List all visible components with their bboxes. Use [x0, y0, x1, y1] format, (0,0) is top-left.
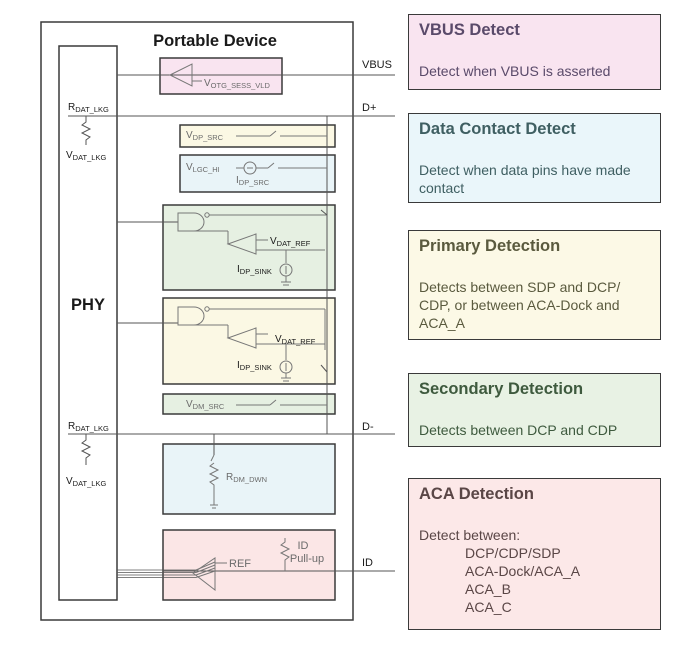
- panel-title: Data Contact Detect: [419, 120, 576, 138]
- id-signal-label: ID: [362, 557, 373, 569]
- panel-secondary-detection: Secondary Detection Detects between DCP …: [408, 373, 661, 447]
- aca-item: ACA_C: [465, 599, 512, 615]
- panel-title: ACA Detection: [419, 485, 534, 503]
- panel-primary-detection: Primary Detection Detects between SDP an…: [408, 230, 661, 340]
- and-gate-icon: [177, 306, 326, 350]
- panel-description: Detects between SDP and DCP/ CDP, or bet…: [419, 279, 621, 331]
- switch-icon: [320, 364, 328, 373]
- v-dm-src-label: VDM_SRC: [186, 399, 225, 411]
- vbus-detect-block: [159, 57, 283, 95]
- r-dat-lkg-bottom-label: RDAT_LKG: [68, 421, 109, 433]
- resistor-icon: [279, 538, 291, 571]
- id-pullup-label-1: ID: [298, 540, 309, 552]
- v-dp-src-label: VDP_SRC: [186, 130, 224, 142]
- current-source-icon: [236, 161, 327, 175]
- v-dat-lkg-top-label: VDAT_LKG: [66, 150, 106, 162]
- panel-title: Secondary Detection: [419, 380, 584, 398]
- vbus-signal-label: VBUS: [362, 59, 392, 71]
- aca-item: DCP/CDP/SDP: [465, 545, 561, 561]
- panel-description: Detects between DCP and CDP: [419, 422, 618, 438]
- comparator-icon: [192, 557, 227, 592]
- switch-icon: [236, 130, 327, 137]
- phy-block: [58, 45, 118, 601]
- rdm-dwn-block: [162, 443, 336, 515]
- resistor-icon: [80, 434, 92, 465]
- panel-description: Detect between:: [419, 527, 521, 543]
- v-otg-sess-vld-label: VOTG_SESS_VLD: [204, 78, 270, 90]
- dcd-block: [179, 154, 336, 193]
- i-dp-sink-label: IDP_SINK: [237, 264, 272, 276]
- resistor-icon: [208, 454, 220, 509]
- dplus-signal-label: D+: [362, 102, 376, 114]
- panel-vbus-detect: VBUS Detect Detect when VBUS is asserted: [408, 14, 661, 90]
- i-dp-sink-label: IDP_SINK: [237, 360, 272, 372]
- v-dat-ref-label: VDAT_REF: [275, 334, 316, 346]
- id-pullup-label-2: Pull-up: [290, 553, 324, 565]
- primary-detect-dm-block: [162, 297, 336, 385]
- panel-aca-detection: ACA Detection Detect between: DCP/CDP/SD…: [408, 478, 661, 630]
- panel-data-contact-detect: Data Contact Detect Detect when data pin…: [408, 113, 661, 203]
- phy-label: PHY: [71, 296, 105, 314]
- v-lgc-hi-label: VLGC_HI: [186, 162, 220, 174]
- vdm-src-block: [162, 393, 336, 415]
- and-gate-icon: [177, 212, 327, 244]
- panel-title: Primary Detection: [419, 237, 561, 255]
- panel-title: VBUS Detect: [419, 21, 520, 39]
- panel-description: Detect when data pins have made contact: [419, 162, 631, 196]
- device-title: Portable Device: [153, 32, 277, 50]
- dminus-signal-label: D-: [362, 421, 374, 433]
- aca-item: ACA_B: [465, 581, 511, 597]
- r-dat-lkg-top-label: RDAT_LKG: [68, 102, 109, 114]
- v-dat-lkg-bottom-label: VDAT_LKG: [66, 476, 106, 488]
- ref-label: REF: [229, 558, 251, 570]
- aca-detect-block: [162, 529, 336, 601]
- switch-icon: [320, 209, 328, 216]
- comparator-icon: [226, 233, 325, 286]
- switch-icon: [236, 399, 327, 406]
- comparator-icon: [168, 63, 202, 87]
- panel-description: Detect when VBUS is asserted: [419, 63, 611, 79]
- primary-detect-dp-block: [162, 204, 336, 291]
- comparator-icon: [226, 327, 325, 382]
- aca-item: ACA-Dock/ACA_A: [465, 563, 581, 579]
- r-dm-dwn-label: RDM_DWN: [226, 472, 267, 484]
- v-dat-ref-label: VDAT_REF: [270, 236, 311, 248]
- resistor-icon: [80, 116, 92, 145]
- i-dp-src-label: IDP_SRC: [236, 175, 270, 187]
